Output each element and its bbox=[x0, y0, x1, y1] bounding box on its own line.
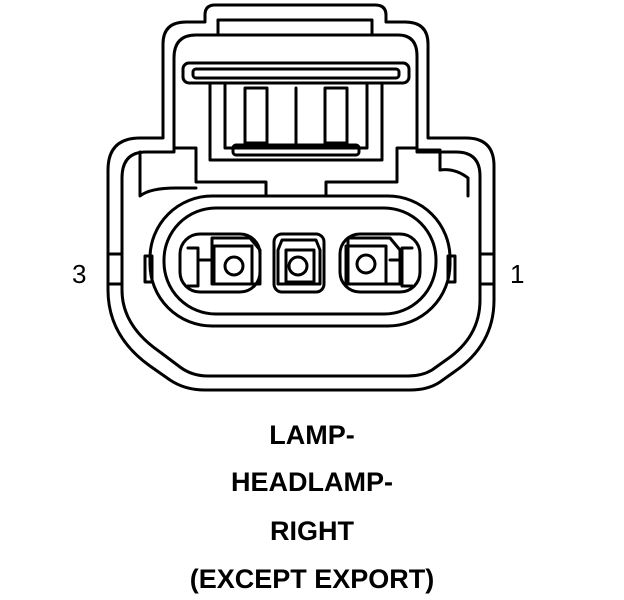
plug-face-inner bbox=[162, 206, 438, 316]
right-lock-hook bbox=[438, 168, 470, 198]
right-groove bbox=[478, 252, 496, 286]
latch-rail-inner bbox=[191, 67, 401, 80]
shoulder-step-right bbox=[415, 148, 442, 172]
plug-face-left-notch bbox=[143, 254, 154, 284]
shoulder-left bbox=[172, 146, 268, 198]
left-groove bbox=[106, 252, 124, 286]
terminal-cavity-1 bbox=[338, 232, 422, 294]
shoulder-left-taper bbox=[138, 150, 198, 198]
caption-line-2: HEADLAMP- bbox=[231, 467, 393, 497]
latch-frame-outer bbox=[208, 81, 384, 162]
latch-rail bbox=[181, 61, 411, 85]
latch-frame-inner bbox=[223, 81, 369, 150]
caption-line-1: LAMP- bbox=[269, 420, 355, 450]
latch-bar bbox=[231, 143, 361, 157]
pin-3-label: 3 bbox=[72, 259, 87, 289]
connector-housing-inner-line bbox=[120, 33, 482, 378]
caption-line-3: RIGHT bbox=[270, 516, 354, 546]
caption-line-4: (EXCEPT EXPORT) bbox=[189, 564, 435, 594]
connector-diagram bbox=[106, 3, 496, 392]
connector-housing-outline bbox=[106, 3, 496, 392]
terminal-cavity-3 bbox=[178, 232, 262, 294]
terminal-cavity-2 bbox=[272, 232, 326, 294]
plug-face-right-notch bbox=[446, 254, 457, 284]
shoulder-right bbox=[324, 146, 419, 198]
pin-1-label: 1 bbox=[510, 259, 525, 289]
latch-slot-left bbox=[243, 86, 269, 145]
top-tab bbox=[216, 18, 374, 37]
latch-slot-right bbox=[323, 86, 349, 145]
plug-face-outer bbox=[148, 194, 452, 328]
